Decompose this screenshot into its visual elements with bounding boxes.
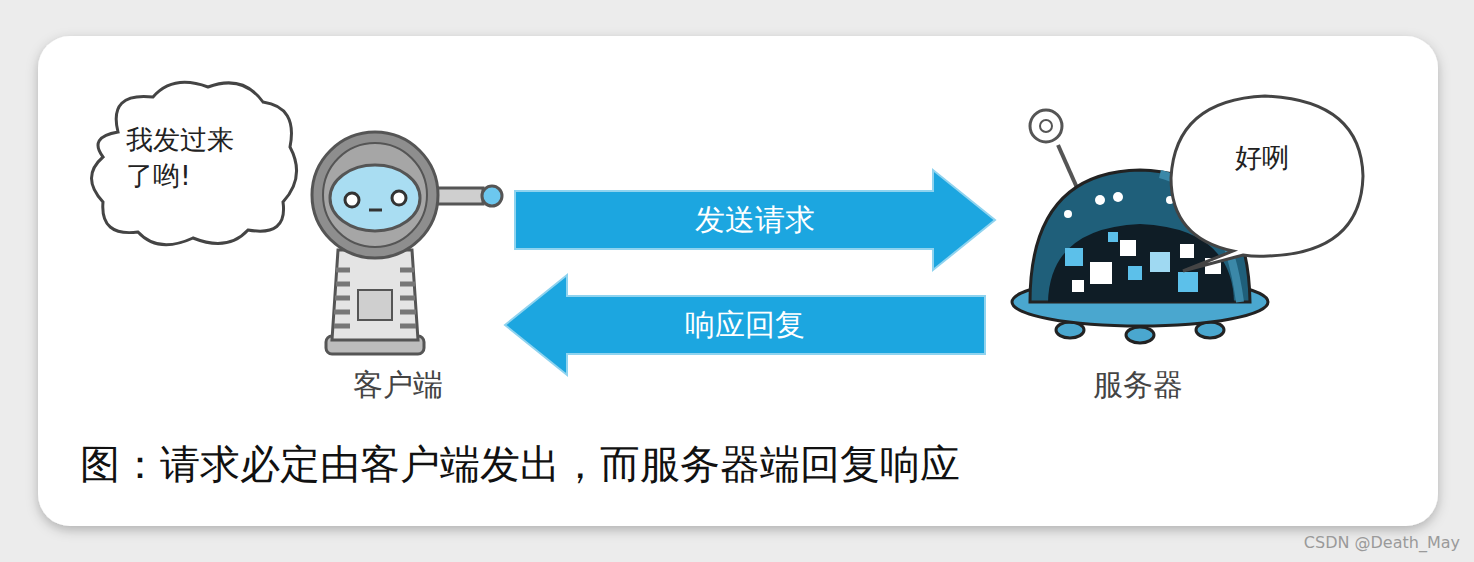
- arrow-shape: [515, 170, 995, 270]
- card: [38, 36, 1438, 526]
- node-text: 我发过来 了哟!: [126, 122, 258, 195]
- client-node: 客户端: [285, 125, 510, 405]
- cloud-outline: [78, 72, 306, 254]
- block-arrow: [515, 170, 995, 270]
- node-text: 服务器: [1005, 365, 1270, 406]
- arrow-label: 响应回复: [685, 307, 805, 343]
- figure-caption: 图：请求必定由客户端发出，而服务器端回复响应: [80, 440, 960, 488]
- node-text: 好咧: [1235, 140, 1325, 176]
- cloud-path: [92, 82, 297, 244]
- client-robot: [312, 132, 502, 354]
- watermark: CSDN @Death_May: [1304, 533, 1460, 552]
- speech-outline: [1163, 88, 1373, 276]
- speech-path: [1171, 96, 1363, 271]
- speech-bubble: 好咧: [1163, 88, 1373, 276]
- arrow-shape: [505, 275, 985, 375]
- thought-bubble: 我发过来 了哟!: [78, 72, 306, 254]
- block-arrow: [505, 275, 985, 375]
- arrow-label: 发送请求: [695, 202, 815, 238]
- node-text: 客户端: [285, 365, 510, 406]
